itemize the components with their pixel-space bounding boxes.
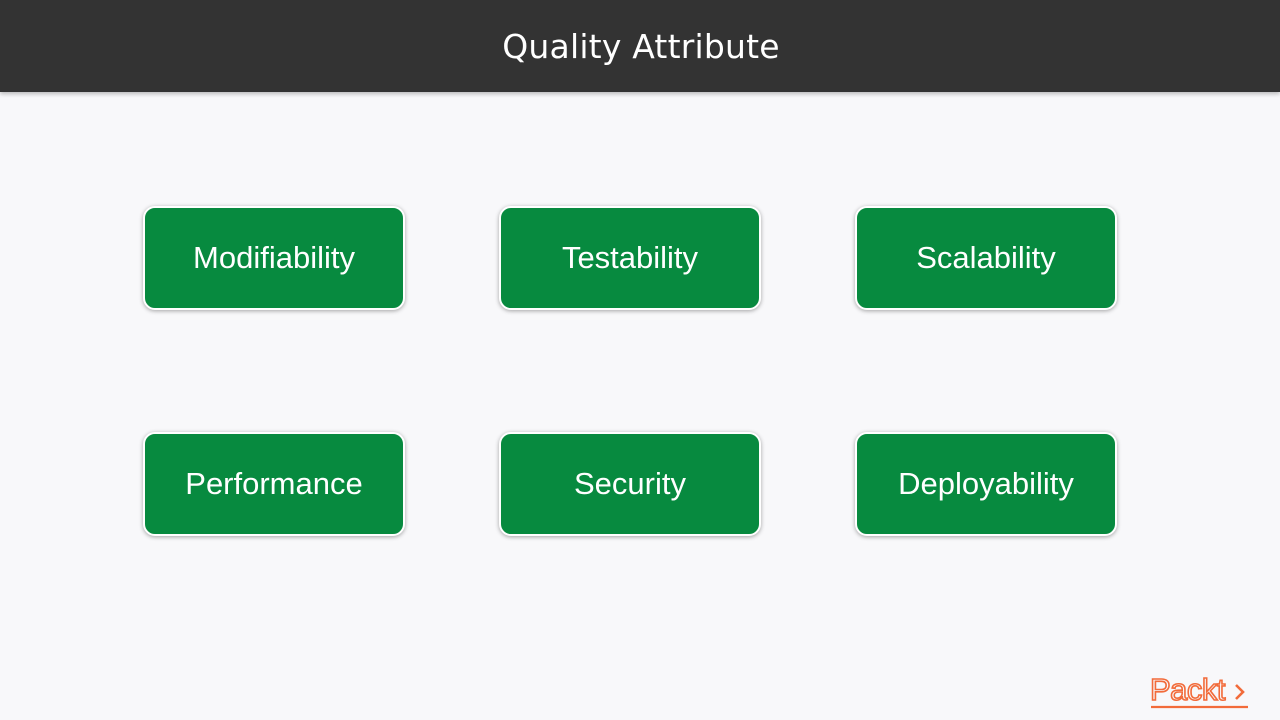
packt-logo-chevron-icon — [1235, 684, 1245, 700]
attribute-box-testability: Testability — [499, 206, 761, 310]
attribute-label: Deployability — [898, 466, 1074, 501]
attribute-box-performance: Performance — [143, 432, 405, 536]
attribute-box-modifiability: Modifiability — [143, 206, 405, 310]
attribute-label: Testability — [561, 240, 699, 275]
attribute-label: Performance — [185, 466, 363, 501]
attribute-box-deployability: Deployability — [855, 432, 1117, 536]
attribute-box-security: Security — [499, 432, 761, 536]
attribute-label: Scalability — [916, 240, 1056, 275]
attribute-label: Security — [574, 466, 686, 501]
packt-logo: Packt — [1150, 671, 1248, 709]
attribute-label: Modifiability — [193, 240, 355, 275]
title-bar: Quality Attribute — [0, 0, 1280, 92]
attribute-box-scalability: Scalability — [855, 206, 1117, 310]
slide-title: Quality Attribute — [502, 26, 780, 66]
packt-logo-text: Packt — [1150, 672, 1226, 707]
